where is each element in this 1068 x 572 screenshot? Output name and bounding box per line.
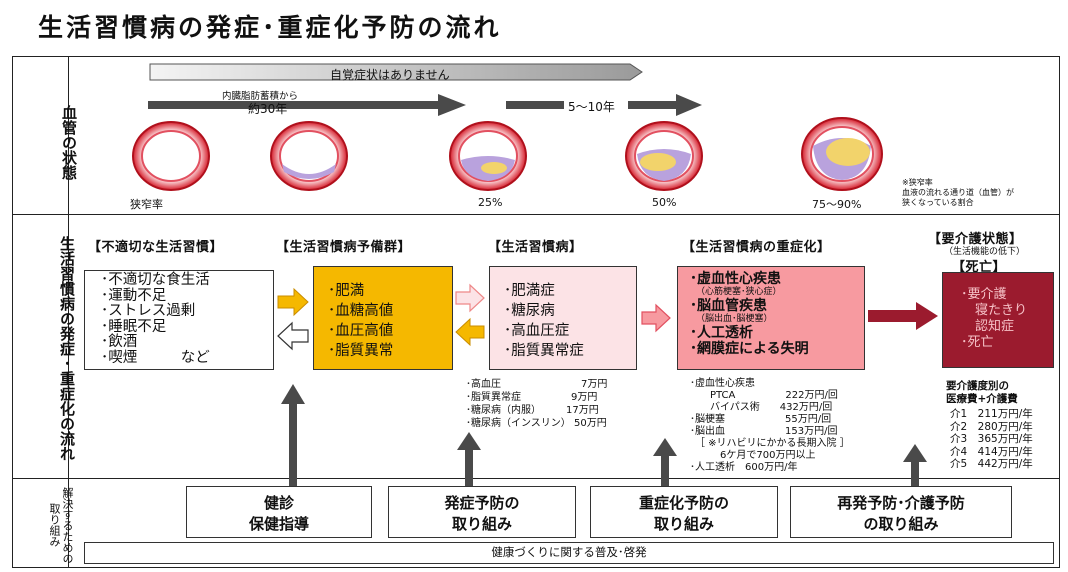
up-arrow-3-shaft [661,456,669,486]
pre-group-item: ･血圧高値 [328,323,394,339]
vessel-cross-section-5 [801,117,883,191]
bad-habit-item: ･喫煙 など [101,349,210,366]
row-label-vessel: 血管の状態 [60,104,78,180]
disease-cost-list: ･高血圧 7万円 ･脂質異常症 9万円 ･糖尿病（内服） 17万円 ･糖尿病（イ… [466,379,608,429]
five-ten-years-label: 5～10年 [568,100,615,114]
up-arrow-3-head [653,438,677,456]
up-arrow-4-shaft [911,462,919,486]
stenosis-rate-label: 狭窄率 [130,198,163,211]
category-death: 【死亡】 [952,260,1007,275]
care-cost-list: 介1 211万円/年 介2 280万円/年 介3 365万円/年 介4 414万… [950,408,1033,470]
stenosis-75-90: 75～90% [812,198,862,211]
solution-line: 発症予防の [444,494,520,512]
time-arrow-2-shaft [506,101,564,109]
category-pre-group: 【生活習慣病予備群】 [276,240,412,255]
row-divider-2 [12,478,1060,479]
up-arrow-2-head [457,432,481,450]
bad-habit-item: ･飲酒 [101,334,138,350]
pre-group-item: ･肥満 [328,283,365,299]
solution-line: 取り組み [653,515,714,533]
care-item: 認知症 [975,319,1015,334]
visceral-fat-label: 内臓脂肪蓄積から [222,91,299,102]
care-item: 寝たきり [975,303,1028,318]
bad-habit-item: ･不適切な食生活 [101,272,210,288]
solution-checkup-box: 健診 保健指導 [186,486,372,538]
vessel-cross-section-4 [625,121,703,191]
disease-item: ･脂質異常症 [504,343,584,359]
vessel-cross-section-1 [132,121,210,191]
orange-back-arrow [455,317,485,347]
disease-box: ･肥満症 ･糖尿病 ･高血圧症 ･脂質異常症 [489,266,637,370]
disease-item: ･高血圧症 [504,323,570,339]
diagram-frame [12,56,1060,568]
no-symptoms-label: 自覚症状はありません [330,68,450,82]
severe-item: ･網膜症による失明 [690,341,809,357]
health-promotion-bar: 健康づくりに関する普及･啓発 [84,542,1054,564]
pre-group-item: ･脂質異常 [328,343,394,359]
pink-forward-arrow [455,283,485,313]
solution-line: 健診 [263,494,294,512]
solution-line: 取り組み [451,515,512,533]
care-death-box: ･要介護 寝たきり 認知症 ･死亡 [942,272,1054,368]
severe-item-sub: （心筋梗塞･狭心症） [696,287,782,297]
salmon-forward-arrow [641,303,671,333]
bad-habit-item: ･運動不足 [101,287,167,304]
category-bad-habits: 【不適切な生活習慣】 [88,240,224,255]
solution-line: 再発予防･介護予防 [837,494,965,512]
bad-habit-item: ･ストレス過剰 [101,303,196,319]
up-arrow-2-shaft [465,450,473,486]
severe-item: ･虚血性心疾患 [690,271,781,287]
category-disease: 【生活習慣病】 [488,240,583,255]
time-arrow-3-shaft [628,101,678,109]
category-severe: 【生活習慣病の重症化】 [682,240,831,255]
thirty-years-label: 約30年 [248,102,288,116]
label-column-divider [68,56,69,568]
time-arrow-1-shaft [148,101,438,109]
solution-line: 保健指導 [248,515,309,533]
care-item: ･死亡 [961,335,994,350]
up-arrow-1-shaft [289,404,297,486]
solution-line: の取り組み [863,515,939,533]
page-title: 生活習慣病の発症･重症化予防の流れ [38,13,502,42]
category-care-sub: （生活機能の低下） [944,247,1026,257]
disease-item: ･肥満症 [504,283,555,299]
up-arrow-1-head [281,384,305,404]
solution-recurrence-care-box: 再発予防･介護予防 の取り組み [790,486,1012,538]
severe-box: ･虚血性心疾患 （心筋梗塞･狭心症） ･脳血管疾患 （脳出血･脳梗塞） ･人工透… [677,266,865,370]
solution-severity-prevention-box: 重症化予防の 取り組み [590,486,778,538]
up-arrow-4-head [903,444,927,462]
row-divider-1 [12,214,1060,215]
orange-forward-arrow [277,287,309,317]
white-back-arrow [277,321,309,351]
severe-cost-list: ･虚血性心疾患 PTCA 222万円/回 バイパス術 432万円/回 ･脳梗塞 … [690,378,850,473]
row-label-solution: 解決するための取り組み [48,486,74,564]
solution-onset-prevention-box: 発症予防の 取り組み [388,486,576,538]
dark-red-arrow-head [916,302,938,330]
stenosis-note: ※狭窄率 血液の流れる通り道（血管）が 狭くなっている割合 [902,178,1014,207]
stenosis-25: 25% [478,196,503,209]
stenosis-50: 50% [652,196,677,209]
solution-line: 重症化予防の [638,494,729,512]
severe-item-sub: （脳出血･脳梗塞） [696,314,773,324]
time-arrow-1-head [438,94,466,116]
pre-group-box: ･肥満 ･血糖高値 ･血圧高値 ･脂質異常 [313,266,453,370]
dark-red-arrow-shaft [868,310,918,322]
care-item: ･要介護 [961,287,1007,302]
bad-habits-box: ･不適切な食生活 ･運動不足 ･ストレス過剰 ･睡眠不足 ･飲酒 ･喫煙 など [84,270,274,370]
category-care: 【要介護状態】 [928,232,1023,247]
row-label-flow: 生活習慣病の発症･重症化の流れ [58,235,76,461]
vessel-cross-section-2 [270,121,348,191]
pre-group-item: ･血糖高値 [328,303,394,319]
disease-item: ･糖尿病 [504,303,555,319]
severe-item: ･脳血管疾患 [690,298,767,314]
care-cost-title: 要介護度別の 医療費+介護費 [946,380,1018,405]
no-symptoms-arrow [149,63,643,81]
bad-habit-item: ･睡眠不足 [101,318,167,335]
time-arrow-3-head [676,94,702,116]
vessel-graphics [132,63,883,191]
severe-item: ･人工透析 [690,325,753,341]
vessel-cross-section-3 [449,121,527,191]
